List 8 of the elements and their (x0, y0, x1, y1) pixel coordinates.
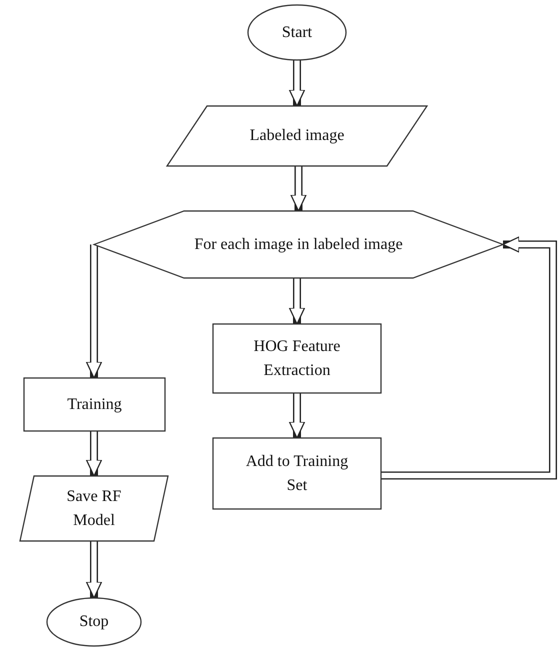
loop-hexagon: For each image in labeled image (94, 211, 503, 278)
terminal-ellipse: Start (248, 5, 346, 60)
process-box: HOG Feature Extraction (213, 324, 381, 393)
data-parallelogram: Labeled image (167, 106, 427, 166)
data-parallelogram: Save RF Model (20, 476, 168, 541)
process-box: Training (24, 378, 165, 431)
terminal-ellipse: Stop (47, 598, 141, 646)
process-box: Add to Training Set (213, 438, 381, 509)
